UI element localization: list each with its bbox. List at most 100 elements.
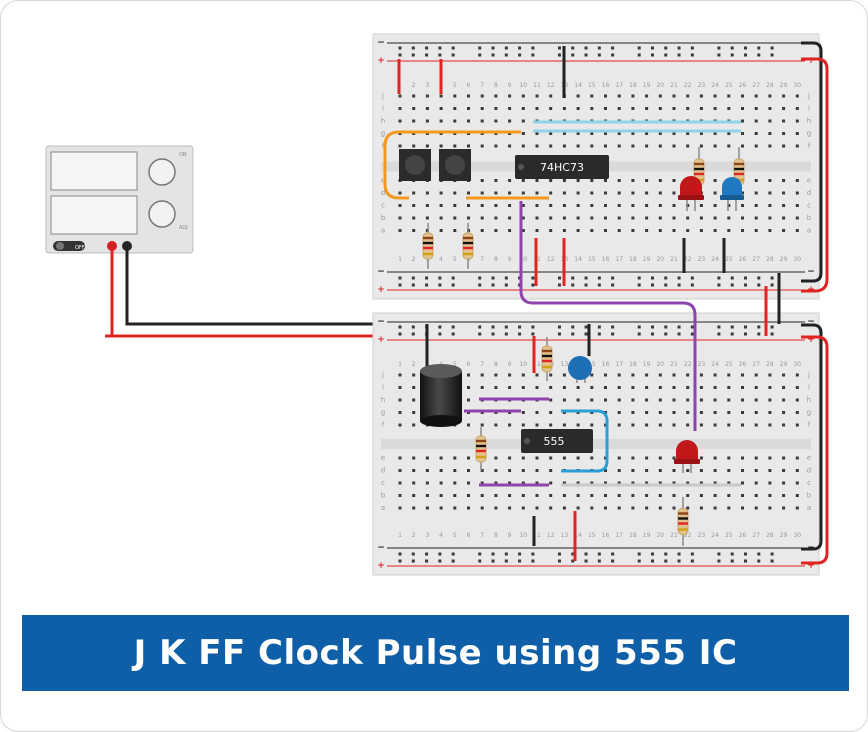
row-letter: e [381,454,385,462]
row-letter: i [808,105,810,113]
supply-wires [105,246,393,338]
rail-marker: − [807,267,815,277]
column-number: 23 [698,256,706,263]
rail-marker: − [377,543,385,553]
column-number: 29 [780,82,788,89]
column-number: 3 [425,82,429,89]
rail-marker: + [807,56,815,66]
column-number: 21 [670,361,678,368]
column-number: 22 [684,82,692,89]
ic-74hc73: 74HC73 [515,155,609,179]
column-number: 15 [588,532,596,539]
column-number: 13 [561,532,569,539]
column-number: 12 [547,256,555,263]
row-letter: b [807,492,812,500]
column-number: 21 [670,256,678,263]
column-number: 2 [412,256,416,263]
column-number: 8 [494,532,498,539]
column-number: 7 [480,256,484,263]
row-letter: i [808,384,810,392]
column-number: 8 [494,82,498,89]
column-number: 6 [467,361,471,368]
diagram-title: J K FF Clock Pulse using 555 IC [133,633,738,673]
row-letter: a [807,227,811,235]
column-number: 29 [780,361,788,368]
top-board-components: 74HC73 [399,147,745,269]
inter-board-wires [519,201,781,431]
column-number: 5 [453,361,457,368]
resistor-555-2 [475,427,487,471]
resistor-top-2 [462,223,474,269]
column-number: 19 [643,532,651,539]
row-letter: f [808,421,811,429]
row-letter: h [807,117,811,125]
column-number: 9 [508,82,512,89]
column-number: 7 [480,361,484,368]
voltage-knob[interactable] [148,158,176,186]
column-number: 3 [425,532,429,539]
column-number: 17 [615,256,623,263]
top-board-wires [383,41,829,293]
column-number: 9 [508,256,512,263]
column-number: 17 [615,82,623,89]
column-number: 12 [547,82,555,89]
column-number: 12 [547,532,555,539]
column-number: 22 [684,361,692,368]
column-number: 24 [711,532,719,539]
row-letter: h [381,396,385,404]
rail-marker: − [807,317,815,327]
column-number: 14 [574,532,582,539]
rail-marker: + [807,335,815,345]
column-number: 30 [793,256,801,263]
column-number: 18 [629,361,637,368]
column-number: 20 [656,256,664,263]
column-number: 23 [698,361,706,368]
column-number: 26 [739,361,747,368]
column-number: 24 [711,256,719,263]
rail-marker: + [377,56,385,66]
row-letter: c [381,202,385,210]
column-number: 18 [629,256,637,263]
rail-marker: + [377,285,385,295]
row-letter: j [381,371,384,379]
row-letter: e [807,177,811,185]
column-number: 23 [698,532,706,539]
column-number: 22 [684,532,692,539]
column-number: 24 [711,361,719,368]
column-number: 8 [494,256,498,263]
row-letter: b [807,214,812,222]
power-switch-label: OFF [75,245,85,251]
column-number: 22 [684,256,692,263]
row-letter: g [381,409,385,417]
row-letter: i [382,105,384,113]
row-letter: g [807,409,811,417]
column-number: 27 [752,82,760,89]
pushbutton-1[interactable] [399,149,431,181]
column-number: 9 [508,361,512,368]
column-number: 10 [519,256,527,263]
rail-marker: + [377,561,385,571]
current-knob[interactable] [148,200,176,228]
column-number: 14 [574,82,582,89]
column-number: 10 [519,361,527,368]
row-letter: h [807,396,811,404]
column-number: 11 [533,82,541,89]
column-number: 17 [615,532,623,539]
column-number: 5 [453,532,457,539]
row-letter: b [381,492,386,500]
column-number: 2 [412,82,416,89]
column-number: 11 [533,361,541,368]
column-number: 26 [739,256,747,263]
rail-marker: − [377,38,385,48]
column-number: 30 [793,532,801,539]
column-number: 15 [588,256,596,263]
pushbutton-2[interactable] [439,149,471,181]
row-letter: c [381,479,385,487]
bottom-board-wires [425,323,829,565]
column-number: 30 [793,82,801,89]
led-red-bottom [674,440,700,473]
column-number: 4 [439,532,443,539]
led-blue-top [720,177,744,211]
column-number: 27 [752,532,760,539]
column-number: 29 [780,256,788,263]
